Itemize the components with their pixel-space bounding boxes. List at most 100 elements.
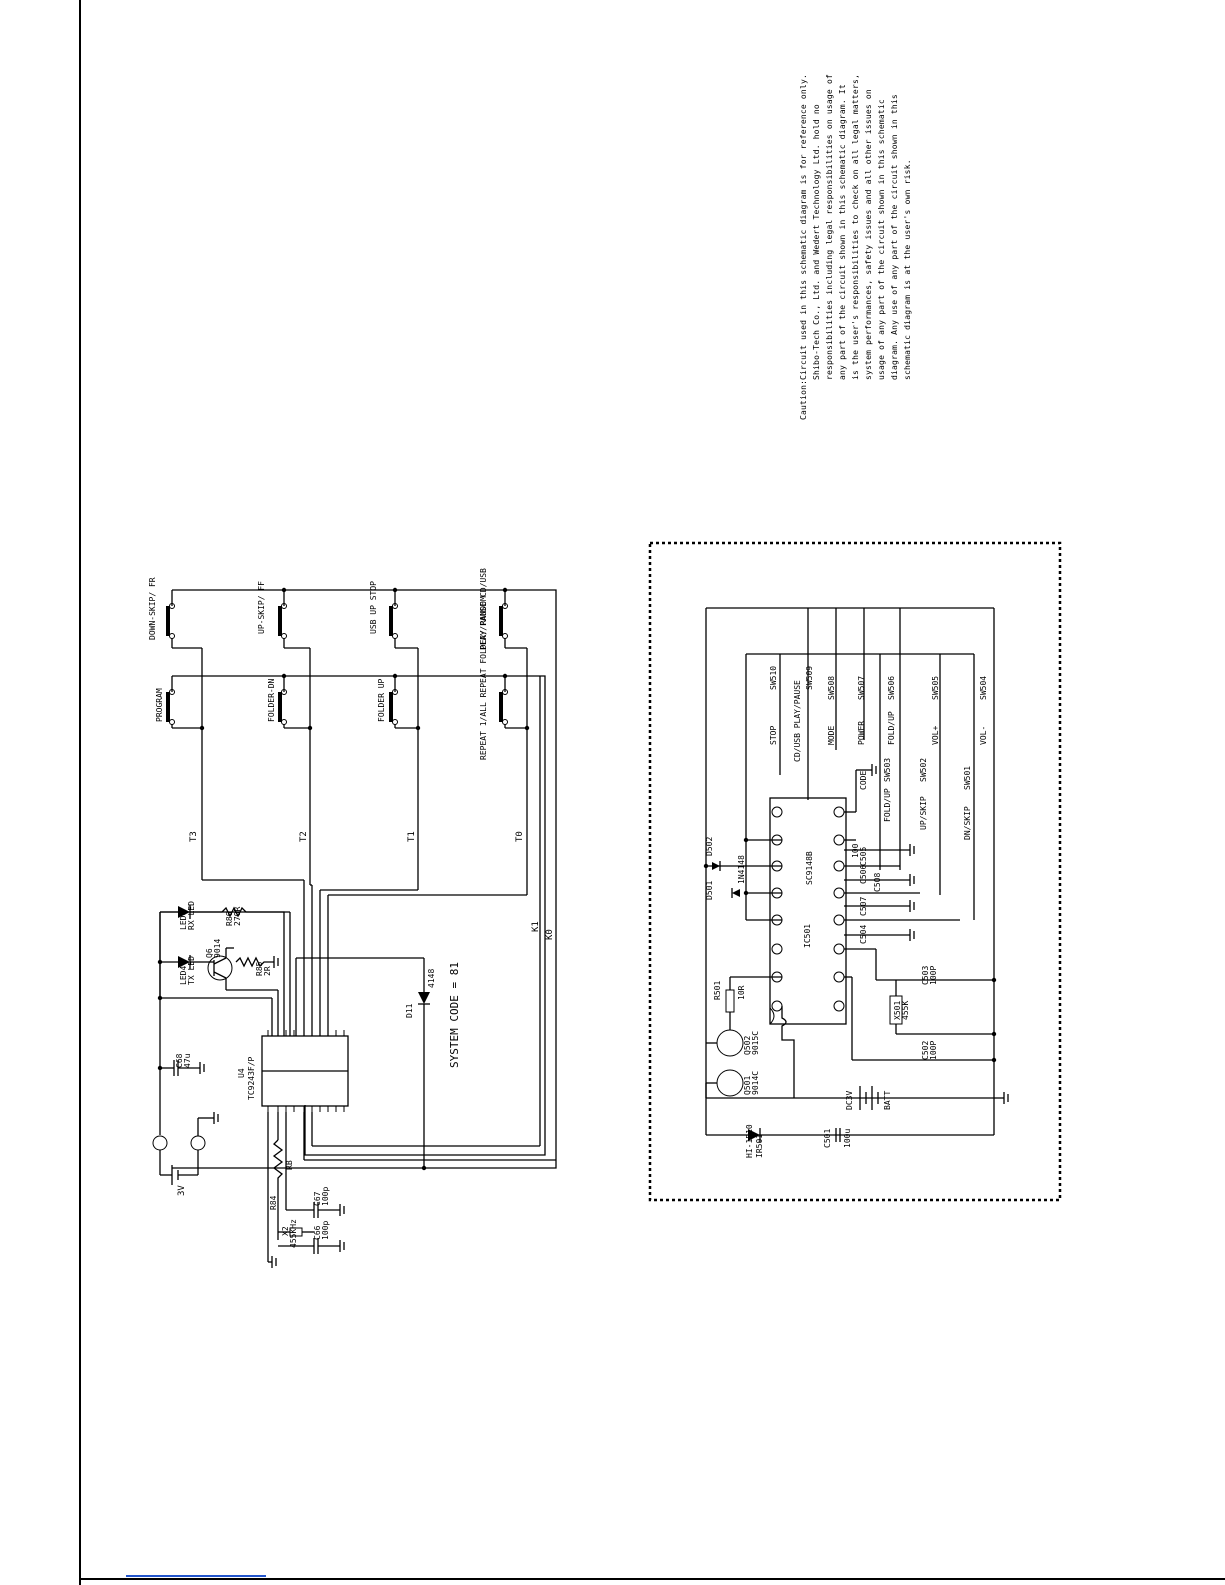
sw505-label: VOL+ (931, 726, 940, 745)
led4-desc: TX LED (187, 956, 196, 985)
ic-501-part: SC9148B (805, 851, 814, 885)
key-label-play-pause: PLAY/PAUSE CD/USB (479, 568, 488, 650)
d502-ref: D502 (705, 837, 714, 856)
c505-ref: C505 (859, 847, 868, 866)
ir501-ref: IR501 (755, 1134, 764, 1158)
d11-part: 4148 (427, 969, 436, 988)
bottom-link-underline[interactable] (126, 1575, 266, 1577)
sw506-ref: SW506 (887, 676, 896, 700)
caution-line-6: system performances, safety issues and a… (864, 89, 873, 380)
r501-value: 10R (737, 985, 746, 1000)
c67-value: 100p (321, 1187, 330, 1206)
ic-501-pins-top (771, 806, 783, 1012)
battery-value: DC3V (845, 1091, 854, 1110)
sw508-ref: SW508 (827, 676, 836, 700)
x501-value: 455K (901, 1001, 910, 1020)
key-label-up-skip: UP-SKIP/ FF (257, 581, 266, 634)
led6-desc: RX LED (187, 901, 196, 930)
c502-value: 100P (929, 1041, 938, 1060)
ic-501-ref: IC501 (803, 924, 812, 948)
r85-ref: R85 (255, 961, 264, 976)
key-switch-row-bottom (166, 673, 527, 729)
key-switch-row-top (166, 587, 527, 649)
x2-ref: X2 (281, 1226, 290, 1236)
ic-501 (769, 797, 847, 1025)
remote-circuit-tc9243: 3V C68 47u LED6 RX LED LED4 TX LED R86 2… (148, 568, 557, 1268)
sw502-label: UP/SKIP (919, 796, 928, 830)
sw504-ref: SW504 (979, 676, 988, 700)
q502-transistor (716, 1029, 744, 1057)
oscillator-section (267, 1112, 345, 1268)
c506-ref: C506 (859, 865, 868, 884)
power-and-led-section (152, 905, 291, 1185)
q6-ref: Q6 (205, 948, 214, 958)
sw509-label: CD/USB PLAY/PAUSE (793, 680, 802, 762)
key-label-repeat: REPEAT 1/ALL REPEAT FOLDER/ RANDOM (479, 596, 488, 760)
code-label: CODE (859, 771, 868, 790)
scan-lines (199, 648, 530, 1036)
scan-line-t1: T1 (407, 831, 417, 842)
c66-value: 100p (321, 1221, 330, 1240)
key-line-k0: K0 (545, 929, 555, 940)
d501-ref: D501 (705, 881, 714, 900)
caution-line-4: any part of the circuit shown in this sc… (838, 84, 847, 380)
caution-line-9: schematic diagram is at the user's own r… (903, 159, 912, 380)
ic-u4-part: TC9243F/P (247, 1056, 256, 1100)
diode-d11 (295, 957, 430, 1171)
caution-line-5: is the user's responsibilities to check … (851, 74, 860, 380)
r86-value: 270R (233, 907, 242, 926)
battery-terminal-plus (152, 1135, 168, 1151)
sw505-ref: SW505 (931, 676, 940, 700)
caution-line-2: Shibo-Tech Co., Ltd. and Wedert Technolo… (812, 104, 821, 380)
diode-part: 1N4148 (737, 855, 746, 884)
k0-bus-wire (172, 675, 546, 1156)
c67-ref: C67 (313, 1191, 322, 1206)
sw504-label: VOL- (979, 726, 988, 745)
key-label-down-skip: DOWN-SKIP/ FR (148, 577, 157, 640)
r501-resistor (725, 989, 735, 1013)
c502-ref: C502 (921, 1041, 930, 1060)
sw508-label: MODE (827, 726, 836, 745)
r84-ref: R84 (269, 1195, 278, 1210)
outer-bus-wire (172, 589, 557, 1169)
c68-value: 47u (183, 1053, 192, 1068)
sw501-ref: SW501 (963, 766, 972, 790)
c508-ref: C508 (873, 873, 882, 892)
key-label-folder-dn: FOLDER-DN (267, 678, 276, 722)
caution-heading: Caution: (799, 380, 808, 420)
x501-ref: X501 (893, 1001, 902, 1020)
q502-ref: Q502 (743, 1036, 752, 1055)
c503-value: 100P (929, 966, 938, 985)
dashed-frame (648, 541, 1062, 1202)
caution-line-8: diagram. Any use of any part of the circ… (890, 94, 899, 380)
key-label-folder-up: FOLDER UP (377, 678, 386, 722)
q501-type: 9014C (751, 1071, 760, 1095)
q502-type: 9015C (751, 1031, 760, 1055)
c501-ref: C501 (823, 1129, 832, 1148)
caution-line-3: responsibilities including legal respons… (825, 74, 834, 380)
ic-u4-ref: U4 (237, 1068, 246, 1078)
caution-note: Caution: Circuit used in this schematic … (799, 74, 912, 420)
c504-ref: C504 (859, 925, 868, 944)
scan-line-t2: T2 (299, 831, 309, 842)
c501-value: 100u (843, 1129, 852, 1148)
sw502-ref: SW502 (919, 758, 928, 782)
r85-value: 2R (263, 966, 272, 976)
battery-label: 3V (177, 1185, 187, 1196)
sw503-label: FOLD/UP (883, 788, 892, 822)
c66-ref: C66 (313, 1225, 322, 1240)
led4-ref: LED4 (179, 966, 188, 985)
sw510-label: STOP (769, 726, 778, 745)
key-line-k1: K1 (531, 921, 541, 932)
r86-ref: R86 (225, 911, 234, 926)
r501-ref: R501 (713, 981, 722, 1000)
led6-ref: LED6 (179, 911, 188, 930)
caution-line-7: usage of any part of the circuit shown i… (877, 99, 886, 380)
key-label-program: PROGRAM (155, 688, 164, 722)
c68-ref: C68 (175, 1053, 184, 1068)
c503-ref: C503 (921, 966, 930, 985)
q501-transistor (716, 1069, 744, 1097)
caution-line-1: Circuit used in this schematic diagram i… (799, 74, 808, 380)
ir501-part: HI-1510 (745, 1124, 754, 1158)
d11-ref: D11 (405, 1003, 414, 1018)
